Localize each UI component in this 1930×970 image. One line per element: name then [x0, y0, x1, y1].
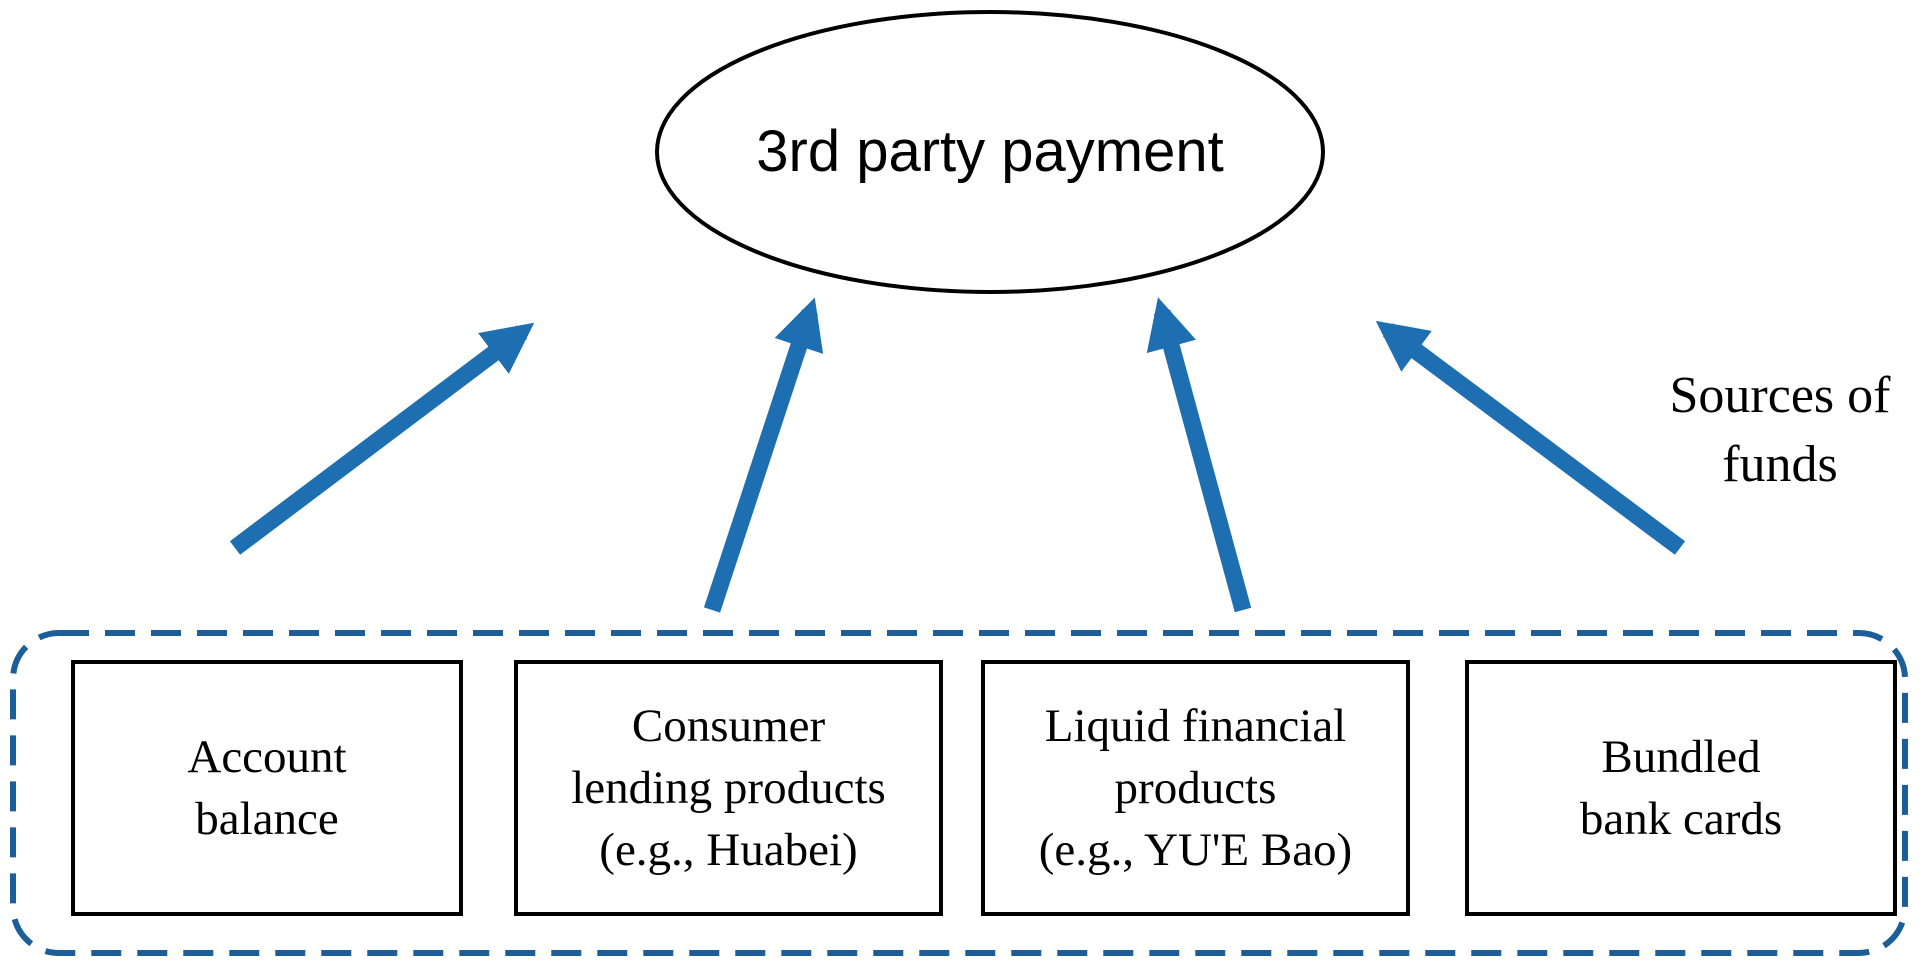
sources-group-dashed-border	[10, 630, 1908, 956]
source-box-label: Account balance	[187, 730, 347, 845]
payment-ellipse	[655, 10, 1325, 294]
sources-of-funds-label: Sources of funds	[1669, 367, 1891, 493]
source-box-label: Consumer lending products (e.g., Huabei)	[571, 699, 886, 877]
source-box-label: Liquid financial products (e.g., YU'E Ba…	[1038, 699, 1353, 877]
arrow-liquid-financial	[1146, 297, 1252, 613]
source-box-bundled-bank-cards: Bundled bank cards	[1465, 660, 1897, 916]
source-box-liquid-financial: Liquid financial products (e.g., YU'E Ba…	[981, 660, 1410, 916]
arrow-bundled-bank-cards	[1375, 320, 1686, 555]
source-box-consumer-lending: Consumer lending products (e.g., Huabei)	[514, 660, 943, 916]
arrow-consumer-lending	[703, 297, 824, 613]
source-box-account-balance: Account balance	[71, 660, 463, 916]
arrow-account-balance	[229, 322, 535, 555]
source-box-label: Bundled bank cards	[1579, 730, 1783, 845]
payment-node-label: 3rd party payment	[756, 119, 1224, 184]
